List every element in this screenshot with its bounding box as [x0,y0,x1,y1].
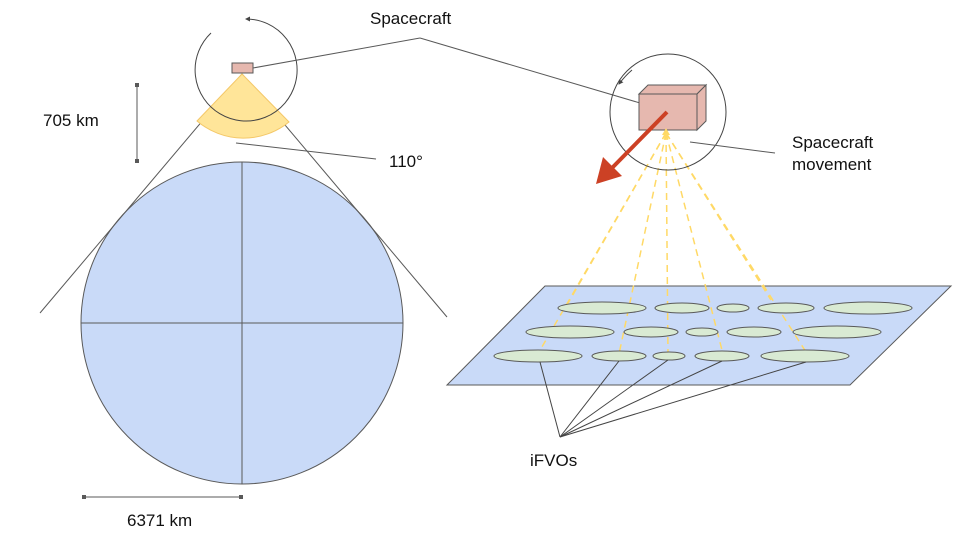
ifvo [557,301,647,315]
spacecraft-leader-right [419,37,641,104]
orbit-circle [194,16,298,122]
ifvo-leader [539,361,561,438]
ifvo [792,325,882,339]
spacecraft-front-face [638,93,698,131]
movement-label-line1: Spacecraft [792,133,874,152]
fov-angle-sector [196,73,290,139]
altitude-scale-bottom-tick [135,159,139,163]
radius-label: 6371 km [127,511,192,530]
ifvo-grid [493,301,913,363]
ifvo [716,303,750,313]
ifvo [493,349,583,363]
right-diagram: iFVOs Spacecraft movement [445,53,953,470]
ifvo-leader [559,359,669,438]
ifvos-label: iFVOs [530,451,577,470]
ifvo [757,302,815,314]
spacecraft-3d [637,83,708,132]
radius-scale-left-tick [82,495,86,499]
ifvo [652,351,686,361]
spacecraft-orbit-circle [609,53,727,171]
ifvo [760,349,850,363]
ifvo [525,325,615,339]
beam [566,132,667,306]
ifvo-leader [559,360,620,438]
movement-leader-line [689,141,776,154]
ifvo [623,326,679,338]
spacecraft-small [231,62,254,74]
rotation-arrow-icon [618,69,633,85]
spacecraft-leader-left [252,37,421,69]
ifvo [726,326,782,338]
radius-scale-right-tick [239,495,243,499]
ifvo-leader [559,361,807,438]
ifvo-leader [559,360,723,438]
altitude-scale-top-tick [135,83,139,87]
movement-label-line2: movement [792,155,872,174]
ifvo [694,350,750,362]
angle-leader-line [235,142,377,160]
ifvo [591,350,647,362]
movement-arrow-icon [596,110,669,184]
spacecraft-top-face [637,84,708,95]
beam [618,132,667,355]
angle-label: 110° [389,152,423,171]
spacecraft-callout: Spacecraft [252,9,641,104]
altitude-label: 705 km [43,111,99,130]
left-diagram: 705 km 110° 6371 km [39,16,448,530]
ifvo [823,301,913,315]
ifvo [685,327,719,337]
spacecraft-label: Spacecraft [370,9,452,28]
ifvo [654,302,710,314]
beam [665,132,807,353]
ifvo-leaders [539,359,807,438]
sensor-aperture [662,128,670,135]
